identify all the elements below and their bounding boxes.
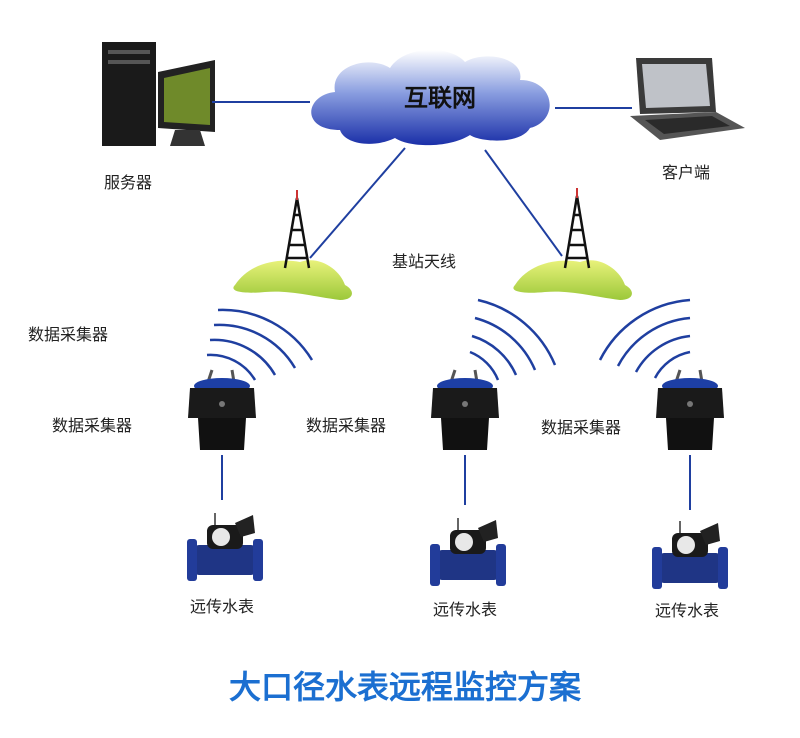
collector-top-label: 数据采集器 xyxy=(28,325,108,344)
client-laptop-icon xyxy=(630,58,745,140)
signal-waves-left xyxy=(206,308,314,381)
diagram-title: 大口径水表远程监控方案 xyxy=(229,668,582,706)
server-label: 服务器 xyxy=(104,173,152,192)
meter-label: 远传水表 xyxy=(655,601,719,620)
signal-waves-middle xyxy=(469,298,557,381)
data-collector-icon xyxy=(186,368,258,452)
signal-waves-right xyxy=(598,298,691,379)
meter-label: 远传水表 xyxy=(190,597,254,616)
data-collector-icon xyxy=(429,368,501,452)
base-station-label: 基站天线 xyxy=(392,252,456,271)
collector-label: 数据采集器 xyxy=(52,416,132,435)
base-station-tower-icon xyxy=(513,188,632,300)
water-meter-icon xyxy=(651,520,729,590)
water-meter-icon xyxy=(429,517,507,587)
tower-link-left xyxy=(309,147,406,259)
internet-cloud-icon xyxy=(311,49,550,146)
tower-link-right xyxy=(484,149,563,257)
server-computer-icon xyxy=(102,42,215,146)
water-meter-icon xyxy=(186,512,264,582)
collector-label: 数据采集器 xyxy=(306,416,386,435)
internet-label: 互联网 xyxy=(404,83,476,112)
base-station-tower-icon xyxy=(233,190,352,300)
data-collector-icon xyxy=(654,368,726,452)
client-label: 客户端 xyxy=(662,163,710,182)
collector-label: 数据采集器 xyxy=(541,418,621,437)
meter-label: 远传水表 xyxy=(433,600,497,619)
